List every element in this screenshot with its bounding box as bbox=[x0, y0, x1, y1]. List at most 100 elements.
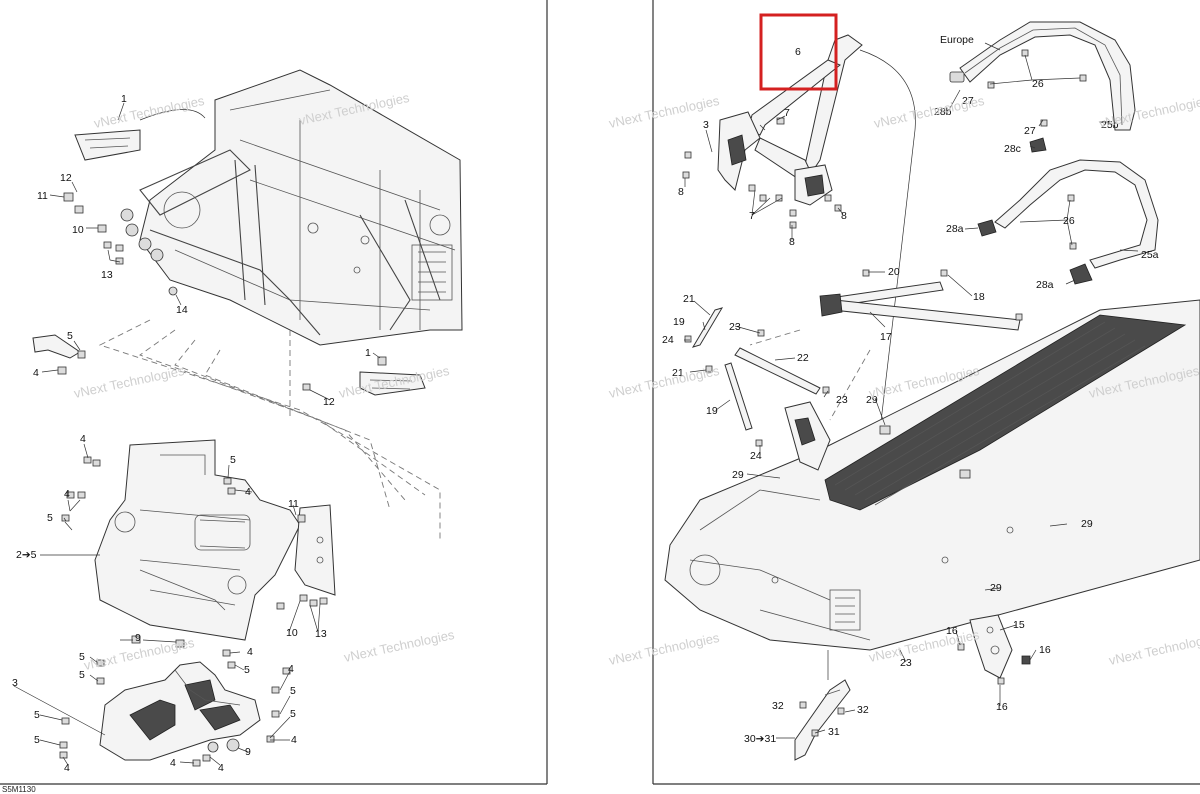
watermark: vNext Technologies bbox=[608, 363, 722, 401]
callout-4-d: 4 bbox=[64, 488, 70, 500]
callout-20: 20 bbox=[888, 266, 900, 278]
bracket-5 bbox=[32, 334, 86, 375]
callout-7: 7 bbox=[784, 107, 790, 119]
upper-chassis-assembly bbox=[98, 69, 463, 540]
callout-32-b: 32 bbox=[857, 704, 869, 716]
watermark: vNext Technologies bbox=[93, 93, 207, 131]
callout-2-5: 2➔5 bbox=[16, 549, 37, 561]
callout-11: 11 bbox=[37, 190, 48, 202]
callout-23: 23 bbox=[729, 321, 741, 333]
callout-28a: 28a bbox=[946, 223, 964, 235]
callout-16-c: 16 bbox=[996, 701, 1008, 713]
callout-4-g: 4 bbox=[64, 762, 70, 774]
rear-bumper bbox=[977, 159, 1159, 285]
steering-support-assembly bbox=[682, 34, 916, 431]
fastener-group-middle bbox=[61, 456, 328, 610]
watermark: vNext Technologies bbox=[338, 363, 452, 401]
callout-9-b: 9 bbox=[245, 746, 251, 758]
rear-bumper-europe bbox=[949, 21, 1136, 153]
callout-29-d: 29 bbox=[990, 582, 1002, 594]
callout-21: 21 bbox=[683, 293, 695, 305]
leaders-right bbox=[684, 42, 1139, 739]
callout-29-c: 29 bbox=[1081, 518, 1093, 530]
highlight-box bbox=[759, 13, 838, 91]
callout-5-e: 5 bbox=[79, 669, 85, 681]
bracket-plate-top bbox=[74, 109, 206, 161]
callout-12: 12 bbox=[60, 172, 72, 184]
callout-1-lower: 1 bbox=[365, 347, 371, 359]
side-bracket-15 bbox=[957, 614, 1031, 685]
callout-27-b: 27 bbox=[1024, 125, 1036, 137]
bracket-plate-lower bbox=[302, 356, 426, 396]
callout-15: 15 bbox=[1013, 619, 1025, 631]
callout-5-g: 5 bbox=[290, 685, 296, 697]
callout-13: 13 bbox=[101, 269, 113, 281]
callout-28c: 28c bbox=[1004, 143, 1021, 155]
callout-5-j: 5 bbox=[290, 708, 296, 720]
suspension-rods bbox=[684, 269, 1023, 479]
callout-3-right: 3 bbox=[703, 119, 709, 131]
callout-3: 3 bbox=[12, 677, 18, 689]
callouts-right: 6 7 3 8 7 8 8 Europe 26 27 28b 27 28c 25… bbox=[662, 34, 1159, 745]
callout-5-h: 5 bbox=[34, 709, 40, 721]
callout-31: 31 bbox=[828, 726, 840, 738]
watermark: vNext Technologies bbox=[343, 627, 457, 665]
callout-10-b: 10 bbox=[286, 627, 298, 639]
callout-29: 29 bbox=[866, 394, 878, 406]
label-europe: Europe bbox=[940, 34, 974, 46]
callout-19: 19 bbox=[673, 316, 685, 328]
callout-32: 32 bbox=[772, 700, 784, 712]
callout-14: 14 bbox=[176, 304, 188, 316]
callout-9-a: 9 bbox=[135, 632, 141, 644]
callout-19-b: 19 bbox=[706, 405, 718, 417]
callout-4-j: 4 bbox=[291, 734, 297, 746]
callout-22: 22 bbox=[797, 352, 809, 364]
callout-4-b: 4 bbox=[80, 433, 86, 445]
callout-6: 6 bbox=[795, 46, 801, 58]
callout-29-b: 29 bbox=[732, 469, 744, 481]
callout-25a: 25a bbox=[1141, 249, 1159, 261]
callout-7-b: 7 bbox=[749, 210, 755, 222]
callout-5-b: 5 bbox=[230, 454, 236, 466]
callout-28b: 28b bbox=[934, 106, 952, 118]
callout-30-31: 30➔31 bbox=[744, 733, 776, 745]
callout-4-f: 4 bbox=[288, 663, 294, 675]
doc-code: S5M1130 bbox=[2, 785, 36, 794]
lower-bracket-assembly bbox=[59, 635, 291, 767]
callout-4-i: 4 bbox=[218, 762, 224, 774]
callout-24-b: 24 bbox=[750, 450, 762, 462]
callout-23-b: 23 bbox=[836, 394, 848, 406]
callout-1: 1 bbox=[121, 93, 127, 105]
callout-5-d: 5 bbox=[79, 651, 85, 663]
callout-18: 18 bbox=[973, 291, 985, 303]
callout-27: 27 bbox=[962, 95, 974, 107]
callout-8-b: 8 bbox=[789, 236, 795, 248]
callout-26-b: 26 bbox=[1063, 215, 1075, 227]
watermark: vNext Technologies bbox=[73, 363, 187, 401]
callout-16: 16 bbox=[946, 625, 958, 637]
callout-4-c: 4 bbox=[245, 486, 251, 498]
fastener-group-left bbox=[63, 192, 178, 296]
tunnel-assembly bbox=[664, 299, 1200, 651]
callout-5-f: 5 bbox=[244, 664, 250, 676]
callout-23-c: 23 bbox=[900, 657, 912, 669]
callout-13-b: 13 bbox=[315, 628, 327, 640]
callout-4-e: 4 bbox=[247, 646, 253, 658]
leaders-left bbox=[13, 102, 381, 766]
callout-5-i: 5 bbox=[34, 734, 40, 746]
callout-16-b: 16 bbox=[1039, 644, 1051, 656]
callout-28a-b: 28a bbox=[1036, 279, 1054, 291]
middle-chassis-plate bbox=[94, 439, 336, 641]
watermark: vNext Technologies bbox=[1108, 630, 1200, 668]
callout-21-b: 21 bbox=[672, 367, 684, 379]
callout-5: 5 bbox=[67, 330, 73, 342]
callout-4: 4 bbox=[33, 367, 39, 379]
callout-26: 26 bbox=[1032, 78, 1044, 90]
callout-8-c: 8 bbox=[841, 210, 847, 222]
callout-10: 10 bbox=[72, 224, 84, 236]
callout-17: 17 bbox=[880, 331, 892, 343]
lower-bracket-30 bbox=[794, 650, 851, 761]
callout-12-lower: 12 bbox=[323, 396, 335, 408]
callout-8: 8 bbox=[678, 186, 684, 198]
